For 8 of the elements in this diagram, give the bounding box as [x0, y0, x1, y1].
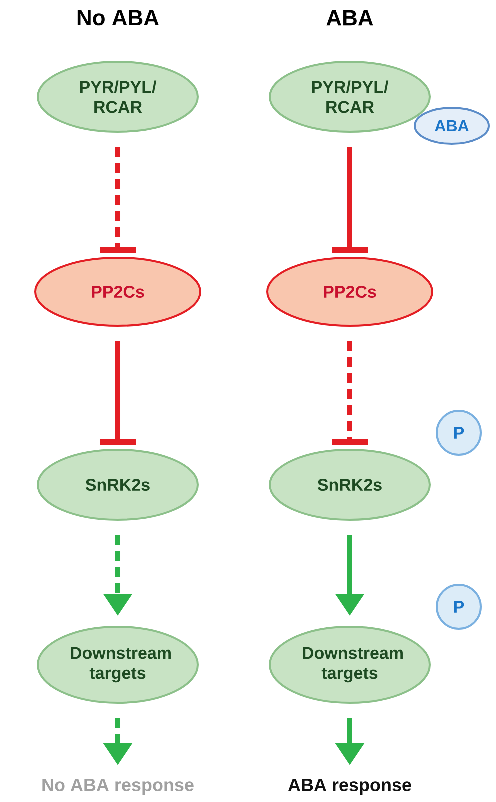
inhibition-arrow: [332, 341, 368, 445]
column-heading: No ABA: [78, 10, 159, 26]
column-heading: ABA: [326, 10, 374, 26]
outcome-text: ABA response: [288, 778, 412, 796]
inhibition-arrow: [100, 341, 136, 445]
inhibition-arrow: [100, 147, 136, 253]
inhibition-arrow: [332, 147, 368, 253]
outcome-text: No ABA response: [42, 778, 194, 796]
